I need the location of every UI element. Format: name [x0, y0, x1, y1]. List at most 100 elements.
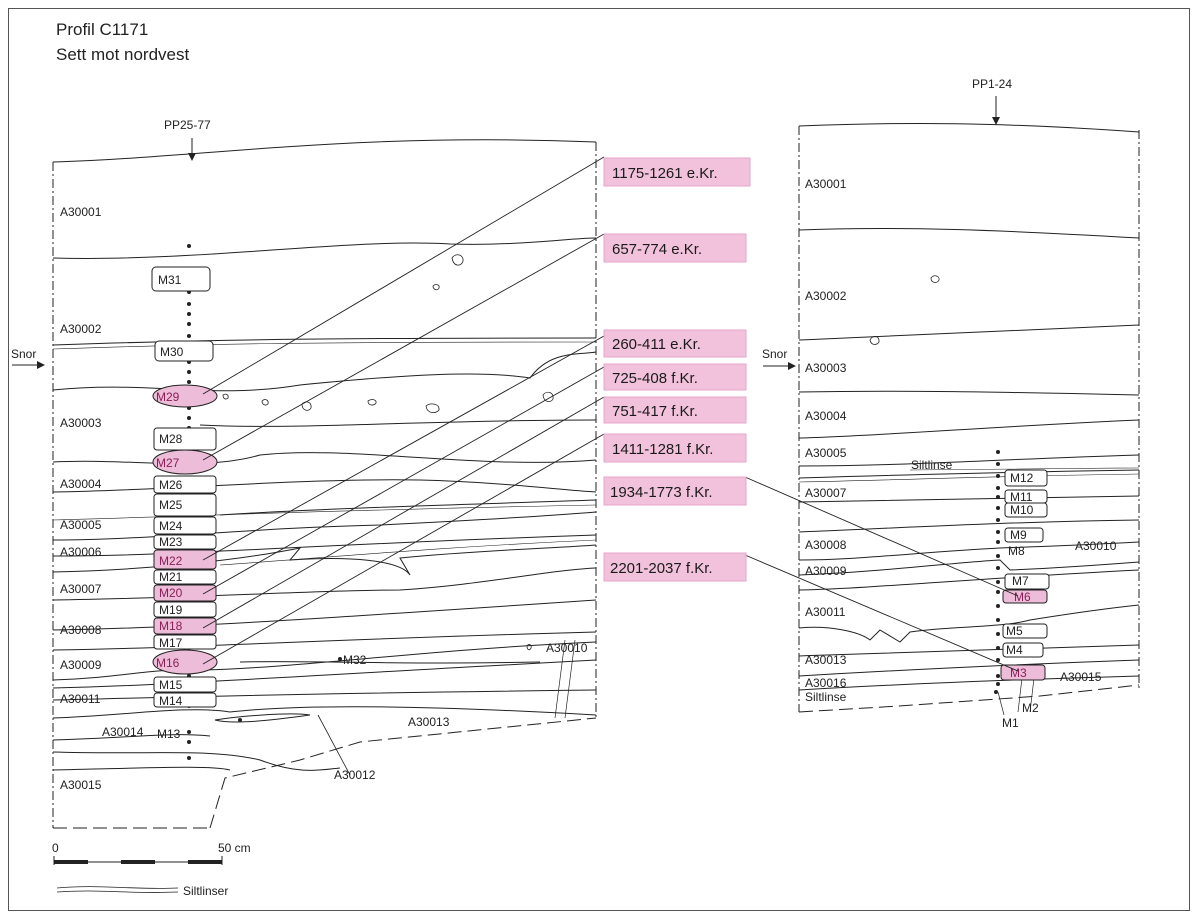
- sample-m21: M21: [153, 569, 217, 585]
- figure-subtitle: Sett mot nordvest: [56, 45, 190, 64]
- layer-a30001-right: A30001: [805, 177, 847, 191]
- sample-m18: M18: [153, 617, 217, 635]
- layer-a30002-right: A30002: [805, 289, 847, 303]
- svg-text:M15: M15: [159, 678, 183, 692]
- sample-m17: M17: [153, 634, 217, 650]
- layer-a30002-left: A30002: [60, 322, 102, 336]
- right-profile: [798, 123, 1140, 713]
- svg-text:M13: M13: [157, 727, 181, 741]
- sample-m29: M29: [152, 384, 218, 408]
- figure-title: Profil C1171: [56, 20, 149, 39]
- layer-a30005-left: A30005: [60, 518, 102, 532]
- point-label-left: PP25-77: [164, 118, 211, 132]
- svg-text:M26: M26: [159, 478, 183, 492]
- sample-m26: M26: [153, 475, 217, 494]
- svg-text:M7: M7: [1012, 574, 1029, 588]
- date-box-1: 1175-1261 e.Kr.: [603, 157, 751, 187]
- svg-text:M17: M17: [159, 636, 183, 650]
- layer-a30016-right: A30016: [805, 676, 847, 690]
- sample-m3: M3: [1000, 664, 1046, 681]
- layer-labels-left: A30001 A30002 A30003 A30004 A30005 A3000…: [60, 205, 588, 792]
- layer-a30013-right: A30013: [805, 653, 847, 667]
- layer-a30013-left: A30013: [408, 715, 450, 729]
- sample-m23: M23: [153, 534, 217, 550]
- svg-text:2201-2037 f.Kr.: 2201-2037 f.Kr.: [610, 560, 713, 577]
- svg-text:657-774 e.Kr.: 657-774 e.Kr.: [612, 241, 702, 258]
- svg-text:M21: M21: [159, 570, 183, 584]
- sample-m12: M12: [1004, 469, 1048, 487]
- layer-a30012-left: A30012: [334, 768, 376, 782]
- svg-text:M14: M14: [159, 694, 183, 708]
- date-box-8: 2201-2037 f.Kr.: [603, 552, 747, 582]
- date-box-2: 657-774 e.Kr.: [603, 233, 747, 263]
- svg-text:260-411 e.Kr.: 260-411 e.Kr.: [612, 336, 701, 353]
- svg-text:M28: M28: [159, 432, 183, 446]
- svg-text:M5: M5: [1006, 624, 1023, 638]
- sample-m8: M8: [1008, 544, 1025, 558]
- layer-a30004-left: A30004: [60, 477, 102, 491]
- svg-text:M24: M24: [159, 519, 183, 533]
- sample-m2: M2: [1022, 701, 1039, 715]
- sample-m5: M5: [1002, 623, 1048, 639]
- sample-dots-right: [994, 450, 1000, 694]
- siltlinse-label-1: Siltlinse: [911, 458, 953, 472]
- svg-text:725-408 f.Kr.: 725-408 f.Kr.: [612, 370, 698, 387]
- legend-siltlinser-symbol: [56, 886, 179, 893]
- layer-a30008-right: A30008: [805, 538, 847, 552]
- svg-text:M20: M20: [159, 586, 183, 600]
- layer-a30005-right: A30005: [805, 446, 847, 460]
- sample-m24: M24: [153, 516, 217, 535]
- sample-m30: M30: [154, 340, 214, 362]
- layer-a30007-left: A30007: [60, 582, 102, 596]
- date-connectors: [202, 156, 1019, 672]
- date-box-5: 751-417 f.Kr.: [603, 396, 747, 424]
- svg-text:M6: M6: [1014, 590, 1031, 604]
- svg-text:M19: M19: [159, 603, 183, 617]
- layer-a30003-right: A30003: [805, 361, 847, 375]
- layer-a30015-left: A30015: [60, 778, 102, 792]
- sample-m20: M20: [153, 584, 217, 602]
- layer-a30007-right: A30007: [805, 486, 847, 500]
- svg-text:M3: M3: [1010, 666, 1027, 680]
- legend-siltlinser-label: Siltlinser: [183, 884, 228, 898]
- svg-text:M16: M16: [156, 656, 180, 670]
- scale-bar: [53, 856, 223, 865]
- layer-a30001-left: A30001: [60, 205, 102, 219]
- svg-text:1411-1281 f.Kr.: 1411-1281 f.Kr.: [612, 441, 713, 458]
- svg-text:M11: M11: [1010, 490, 1033, 504]
- svg-text:M22: M22: [159, 554, 183, 568]
- layer-a30009-left: A30009: [60, 658, 102, 672]
- sample-m32: M32: [338, 653, 367, 667]
- sample-m14: M14: [153, 692, 217, 708]
- svg-text:M23: M23: [159, 535, 183, 549]
- layer-a30004-right: A30004: [805, 409, 847, 423]
- sample-m27: M27: [152, 449, 218, 475]
- svg-text:M10: M10: [1010, 503, 1034, 517]
- sample-m22: M22: [153, 549, 217, 570]
- sample-m16: M16: [152, 649, 218, 675]
- sample-m25: M25: [153, 493, 217, 517]
- stones-right: [869, 275, 940, 345]
- svg-text:751-417 f.Kr.: 751-417 f.Kr.: [612, 403, 698, 420]
- sample-m6: M6: [1002, 589, 1048, 604]
- svg-text:M29: M29: [156, 390, 180, 404]
- layer-a30003-left: A30003: [60, 416, 102, 430]
- sample-m7: M7: [1004, 573, 1050, 590]
- snor-label-left: Snor: [11, 347, 36, 361]
- layer-a30010-left: A30010: [546, 641, 588, 655]
- svg-text:M27: M27: [156, 456, 180, 470]
- svg-text:M12: M12: [1010, 471, 1034, 485]
- left-profile: [52, 139, 597, 829]
- layer-labels-right: A30001 A30002 A30003 A30004 A30005 A3000…: [805, 177, 1117, 704]
- scale-end-label: 50 cm: [218, 841, 251, 855]
- sample-m1: M1: [1002, 716, 1019, 730]
- date-box-4: 725-408 f.Kr.: [603, 363, 747, 391]
- sample-m31: M31: [151, 266, 211, 292]
- sample-m4: M4: [1002, 642, 1044, 658]
- siltlinse-label-2: Siltlinse: [805, 690, 847, 704]
- svg-text:M9: M9: [1010, 528, 1027, 542]
- date-box-3: 260-411 e.Kr.: [603, 329, 747, 358]
- snor-label-right: Snor: [762, 347, 787, 361]
- svg-text:M18: M18: [159, 619, 183, 633]
- sample-m9: M9: [1004, 527, 1044, 543]
